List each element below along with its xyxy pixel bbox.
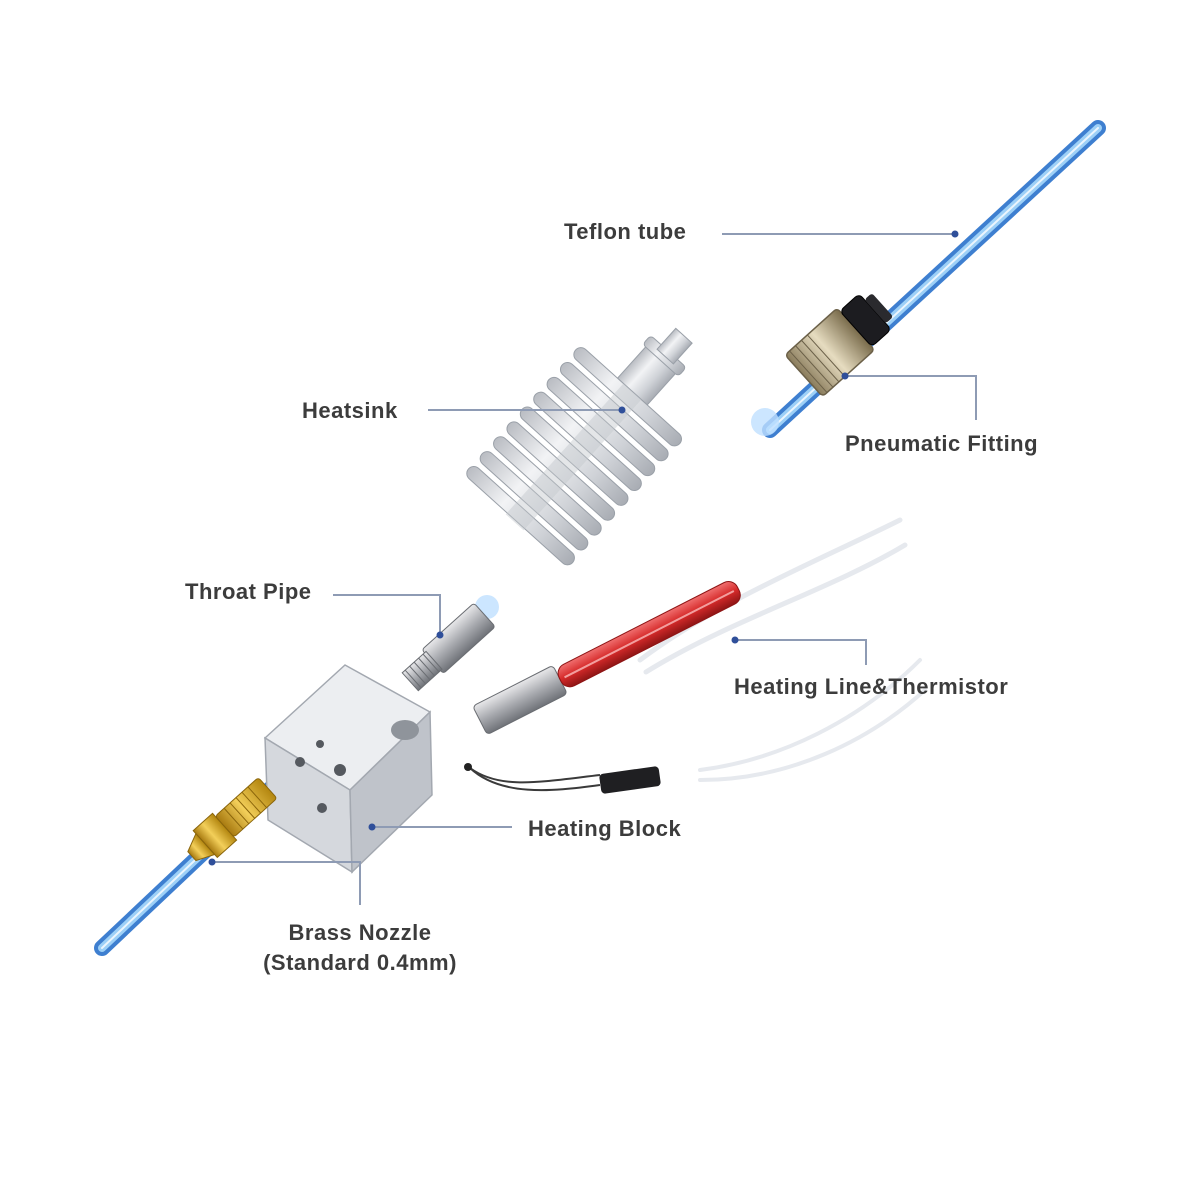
throat-pipe (401, 603, 495, 692)
leader-brass-nozzle (212, 861, 361, 905)
heatsink (466, 327, 693, 566)
dot-heating-line (731, 636, 739, 644)
dot-heating-block (368, 823, 376, 831)
label-pneumatic-fitting: Pneumatic Fitting (845, 431, 1039, 456)
brass-nozzle (187, 778, 277, 862)
heater-cartridge (473, 581, 741, 734)
leader-heating-line (735, 639, 867, 665)
leader-throat-pipe (333, 594, 441, 635)
heating-block (263, 664, 433, 874)
label-brass-nozzle: Brass Nozzle (Standard 0.4mm) (250, 918, 470, 977)
dot-pneumatic-fitting (841, 372, 849, 380)
label-brass-nozzle-name: Brass Nozzle (288, 920, 432, 945)
label-heating-line-thermistor: Heating Line&Thermistor (734, 674, 1009, 699)
label-heating-block: Heating Block (528, 816, 682, 841)
dot-throat-pipe (436, 631, 444, 639)
leader-dots (208, 230, 959, 866)
label-throat-pipe: Throat Pipe (185, 579, 312, 604)
dot-teflon-tube (951, 230, 959, 238)
leader-lines (212, 233, 977, 905)
label-nozzle-size: (Standard 0.4mm) (263, 949, 457, 975)
cartridge-wires (637, 517, 927, 782)
dot-heatsink (618, 406, 626, 414)
dot-brass-nozzle (208, 858, 216, 866)
leader-pneumatic-fitting (845, 375, 977, 420)
thermistor (464, 763, 661, 794)
label-teflon-tube: Teflon tube (564, 219, 687, 244)
pneumatic-fitting (785, 294, 893, 396)
filament-glow-top (751, 408, 779, 436)
label-heatsink: Heatsink (302, 398, 398, 423)
